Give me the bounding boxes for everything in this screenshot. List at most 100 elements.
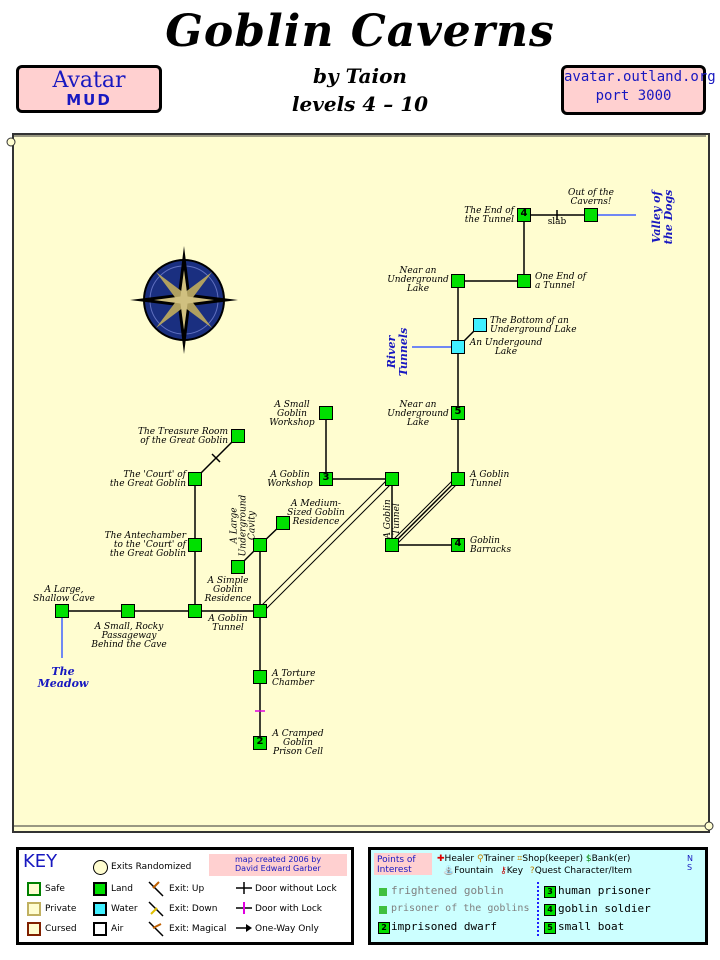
room-prison-cell[interactable]: 2 bbox=[253, 736, 267, 750]
room-large-cavity[interactable] bbox=[253, 538, 267, 552]
poi-marker-5: 4 bbox=[544, 904, 556, 916]
map-parchment bbox=[12, 133, 710, 833]
room-treasure-room[interactable] bbox=[231, 429, 245, 443]
compass-rose-icon bbox=[130, 246, 238, 354]
server-badge: avatar.outland.org port 3000 bbox=[561, 65, 716, 115]
poi-title: Points of Interest bbox=[377, 855, 416, 875]
poi-entry-1: frightened goblin bbox=[391, 884, 504, 897]
room-goblin-tunnel-v[interactable] bbox=[385, 472, 399, 486]
terrain-land-icon bbox=[93, 882, 107, 896]
key-exits-randomized: Exits Randomized bbox=[111, 862, 192, 872]
label-simple-residence: A Simple Goblin Residence bbox=[204, 576, 252, 604]
room-bottom-lake[interactable] bbox=[473, 318, 487, 332]
poi-title-bg bbox=[374, 853, 432, 875]
exit-the-meadow[interactable]: The Meadow bbox=[37, 665, 89, 690]
scroll-bottom-roll bbox=[12, 821, 714, 831]
poi-marker-1 bbox=[379, 888, 387, 896]
label-goblin-tunnel-w: A Goblin Tunnel bbox=[208, 614, 248, 633]
healer-icon: ✚ bbox=[437, 854, 445, 864]
trainer-icon: ⚲ bbox=[476, 854, 484, 864]
label-antechamber: The Antechamber to the 'Court' of the Gr… bbox=[104, 531, 186, 559]
terrain-water-icon bbox=[93, 902, 107, 916]
zone-private-icon bbox=[27, 902, 41, 916]
room-simple-residence[interactable] bbox=[231, 560, 245, 574]
server-port: port 3000 bbox=[595, 88, 672, 104]
room-goblin-tunnel-e[interactable] bbox=[451, 472, 465, 486]
zone-safe-icon bbox=[27, 882, 41, 896]
label-goblin-tunnel-e: A Goblin Tunnel bbox=[470, 470, 510, 489]
points-of-interest: Points of Interest ✚Healer ⚲Trainer ⌗Sho… bbox=[368, 847, 708, 945]
mud-badge-name: Avatar bbox=[52, 68, 126, 93]
map-subtitle: by Taion levels 4 – 10 bbox=[0, 62, 720, 118]
mud-badge-sub: MUD bbox=[66, 91, 112, 109]
key-exit-down: Exit: Down bbox=[169, 904, 218, 914]
mud-badge: Avatar MUD bbox=[16, 65, 162, 113]
key-zone-private: Private bbox=[45, 904, 77, 914]
exit-river-tunnels[interactable]: River Tunnels bbox=[385, 327, 410, 377]
label-torture-chamber: A Torture Chamber bbox=[272, 669, 316, 688]
doors bbox=[211, 210, 558, 712]
label-underground-lake: An Undergound Lake bbox=[469, 338, 543, 357]
key-door-no-lock: Door without Lock bbox=[255, 884, 337, 894]
exits-randomized-icon bbox=[93, 860, 108, 875]
room-underground-lake[interactable] bbox=[451, 340, 465, 354]
room-court[interactable] bbox=[188, 472, 202, 486]
room-torture-chamber[interactable] bbox=[253, 670, 267, 684]
fountain-icon: ⛲ bbox=[443, 866, 455, 876]
key-terrain-land: Land bbox=[111, 884, 133, 894]
label-treasure-room: The Treasure Room of the Great Goblin bbox=[137, 427, 228, 446]
room-goblin-tunnel-w[interactable] bbox=[253, 604, 267, 618]
poi-divider bbox=[537, 882, 541, 936]
room-antechamber[interactable] bbox=[188, 538, 202, 552]
poi-entry-6: small boat bbox=[558, 920, 625, 933]
exit-type-icons bbox=[148, 881, 164, 937]
poi-entry-5: goblin soldier bbox=[558, 902, 651, 915]
label-court: The 'Court' of the Great Goblin bbox=[109, 470, 186, 489]
key-credit: map created 2006 by David Edward Garber bbox=[235, 855, 322, 873]
poi-marker-2 bbox=[379, 906, 387, 914]
compass-letters: N S bbox=[687, 854, 693, 872]
poi-marker-6: 5 bbox=[544, 922, 556, 934]
poi-marker-3: 2 bbox=[378, 922, 390, 934]
room-rocky-passage[interactable] bbox=[121, 604, 135, 618]
key-title: KEY bbox=[23, 851, 58, 872]
room-goblin-workshop[interactable]: 3 bbox=[319, 472, 333, 486]
room-goblin-barracks[interactable]: 4 bbox=[451, 538, 465, 552]
exit-lines bbox=[61, 214, 636, 658]
key-exit-up: Exit: Up bbox=[169, 884, 205, 894]
room-shallow-cave[interactable] bbox=[55, 604, 69, 618]
exit-valley-of-dogs[interactable]: Valley of the Dogs bbox=[650, 189, 675, 245]
bank-icon: $ bbox=[585, 854, 592, 864]
door-type-icons bbox=[236, 882, 252, 932]
label-large-cavity: A Large Underground Cavity bbox=[229, 494, 258, 557]
room-junction-west[interactable] bbox=[188, 604, 202, 618]
room-end-of-tunnel[interactable]: 4 bbox=[517, 208, 531, 222]
label-goblin-workshop: A Goblin Workshop bbox=[267, 470, 313, 489]
terrain-air-icon bbox=[93, 922, 107, 936]
label-out-of-caverns: Out of the Caverns! bbox=[567, 188, 614, 207]
key-one-way: One-Way Only bbox=[255, 924, 319, 934]
author: by Taion bbox=[313, 64, 407, 88]
label-medium-residence: A Medium- Sized Goblin Residence bbox=[287, 499, 345, 527]
magical-passages bbox=[257, 476, 461, 614]
key-terrain-water: Water bbox=[111, 904, 138, 914]
scroll-top-roll bbox=[6, 135, 706, 147]
label-rocky-passage: A Small, Rocky Passageway Behind the Cav… bbox=[91, 622, 167, 650]
label-goblin-barracks: Goblin Barracks bbox=[470, 536, 512, 555]
zone-cursed-icon bbox=[27, 922, 41, 936]
label-end-of-tunnel: The End of the Tunnel bbox=[464, 206, 514, 225]
room-small-workshop[interactable] bbox=[319, 406, 333, 420]
room-out-of-caverns[interactable] bbox=[584, 208, 598, 222]
room-one-end-tunnel[interactable] bbox=[517, 274, 531, 288]
label-shallow-cave: A Large, Shallow Cave bbox=[33, 585, 95, 604]
server-host: avatar.outland.org bbox=[564, 69, 716, 85]
map-key: KEY Exits Randomized map created 2006 by… bbox=[16, 847, 354, 945]
label-bottom-lake: The Bottom of an Underground Lake bbox=[490, 316, 577, 335]
poi-entry-3: imprisoned dwarf bbox=[391, 920, 497, 933]
key-zone-safe: Safe bbox=[45, 884, 65, 894]
room-near-lake-1[interactable] bbox=[451, 274, 465, 288]
label-near-lake-2: Near an Underground Lake bbox=[387, 400, 449, 428]
room-near-lake-2[interactable]: 5 bbox=[451, 406, 465, 420]
room-goblin-tunnel-v-bottom[interactable] bbox=[385, 538, 399, 552]
room-medium-residence[interactable] bbox=[276, 516, 290, 530]
